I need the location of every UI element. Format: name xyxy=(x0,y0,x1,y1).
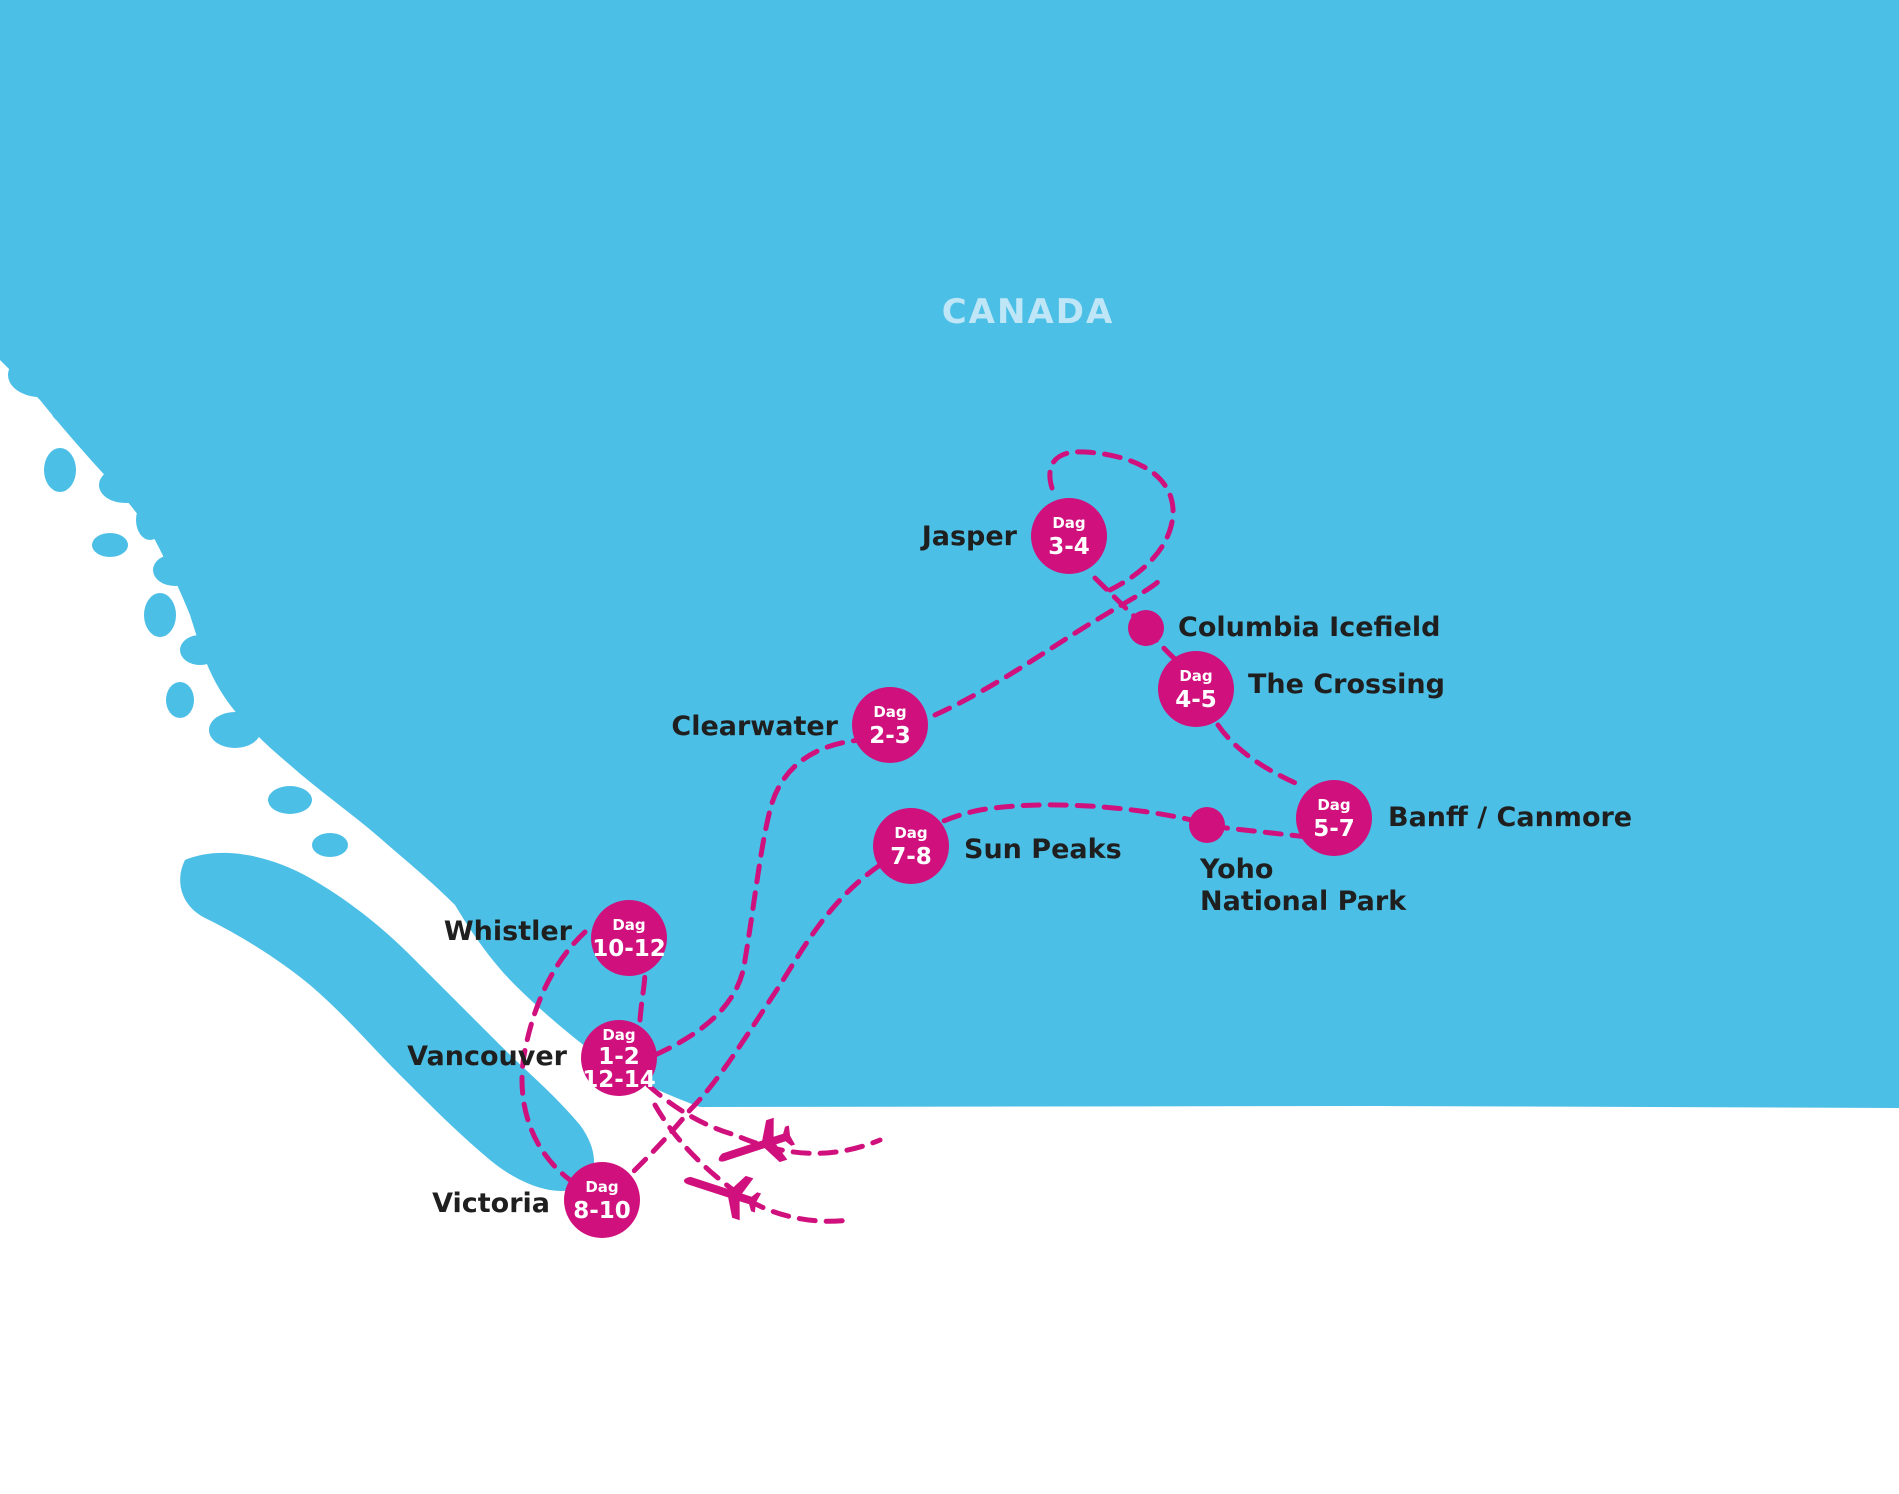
dag-label: Dag xyxy=(1179,667,1212,685)
route-yoho-sunpeaks xyxy=(932,802,1203,828)
dag-label: Dag xyxy=(1052,514,1085,532)
stop-banff-canmore[interactable]: Dag 5-7 Banff / Canmore xyxy=(1296,780,1632,856)
route-vancouver-clearwater xyxy=(652,737,863,1058)
place-label-whistler: Whistler xyxy=(444,916,573,947)
route-crossing-banff xyxy=(1215,722,1303,788)
stop-victoria[interactable]: Dag 8-10 Victoria xyxy=(432,1162,640,1238)
waypoint-dot xyxy=(1189,807,1225,843)
waypoint-dot xyxy=(1128,610,1164,646)
day-marker xyxy=(581,1020,657,1096)
day-range: 2-3 xyxy=(869,723,911,749)
route-sunpeaks-victoria xyxy=(627,862,883,1178)
day-marker xyxy=(591,900,667,976)
dag-label: Dag xyxy=(1317,796,1350,814)
coastal-islands xyxy=(8,353,348,857)
day-range: 4-5 xyxy=(1175,687,1217,713)
place-label-sun-peaks: Sun Peaks xyxy=(964,834,1122,865)
mainland xyxy=(0,0,1899,1108)
day-range: 7-8 xyxy=(890,844,932,870)
dag-label: Dag xyxy=(612,916,645,934)
day-range: 1-2 xyxy=(598,1044,640,1070)
day-range: 5-7 xyxy=(1313,816,1355,842)
stop-jasper[interactable]: Dag 3-4 Jasper xyxy=(920,498,1107,574)
place-label-national-park: National Park xyxy=(1200,886,1407,917)
day-range-return: 12-14 xyxy=(582,1067,656,1093)
place-label-clearwater: Clearwater xyxy=(671,711,838,742)
country-label: CANADA xyxy=(942,292,1115,332)
day-range: 10-12 xyxy=(592,936,666,962)
dag-label: Dag xyxy=(602,1026,635,1044)
place-label-yoho: Yoho xyxy=(1199,854,1273,885)
stop-sun-peaks[interactable]: Dag 7-8 Sun Peaks xyxy=(873,808,1122,884)
dag-label: Dag xyxy=(873,703,906,721)
route-vancouver-whistler xyxy=(637,967,648,1023)
route-flight-out xyxy=(645,1082,883,1156)
dag-label: Dag xyxy=(585,1178,618,1196)
stop-vancouver[interactable]: Dag 1-2 12-14 Vancouver xyxy=(407,1020,657,1096)
stop-yoho-national-park[interactable]: Yoho National Park xyxy=(1189,807,1407,917)
route-clearwater-jasper xyxy=(932,577,1163,718)
place-label-the-crossing: The Crossing xyxy=(1248,669,1445,700)
day-marker xyxy=(564,1162,640,1238)
vancouver-island xyxy=(180,852,595,1191)
day-marker xyxy=(1031,498,1107,574)
stop-clearwater[interactable]: Dag 2-3 Clearwater xyxy=(671,687,928,763)
route-whistler-victoria xyxy=(519,929,588,1183)
place-label-banff-canmore: Banff / Canmore xyxy=(1388,802,1632,833)
day-marker xyxy=(873,808,949,884)
day-range: 8-10 xyxy=(573,1198,631,1224)
airplane-icon xyxy=(684,1175,762,1221)
stop-whistler[interactable]: Dag 10-12 Whistler xyxy=(444,900,667,976)
route-jasper-loop xyxy=(1047,449,1176,593)
day-range: 3-4 xyxy=(1048,534,1090,560)
place-label-jasper: Jasper xyxy=(920,521,1018,552)
place-label-vancouver: Vancouver xyxy=(407,1041,568,1072)
airplane-icon xyxy=(718,1117,796,1163)
day-marker xyxy=(852,687,928,763)
dag-label: Dag xyxy=(894,824,927,842)
place-label-columbia-icefield: Columbia Icefield xyxy=(1178,612,1440,643)
stop-the-crossing[interactable]: Dag 4-5 The Crossing xyxy=(1158,651,1445,727)
stop-columbia-icefield[interactable]: Columbia Icefield xyxy=(1128,610,1440,646)
day-marker xyxy=(1158,651,1234,727)
day-marker xyxy=(1296,780,1372,856)
place-label-victoria: Victoria xyxy=(432,1188,550,1219)
